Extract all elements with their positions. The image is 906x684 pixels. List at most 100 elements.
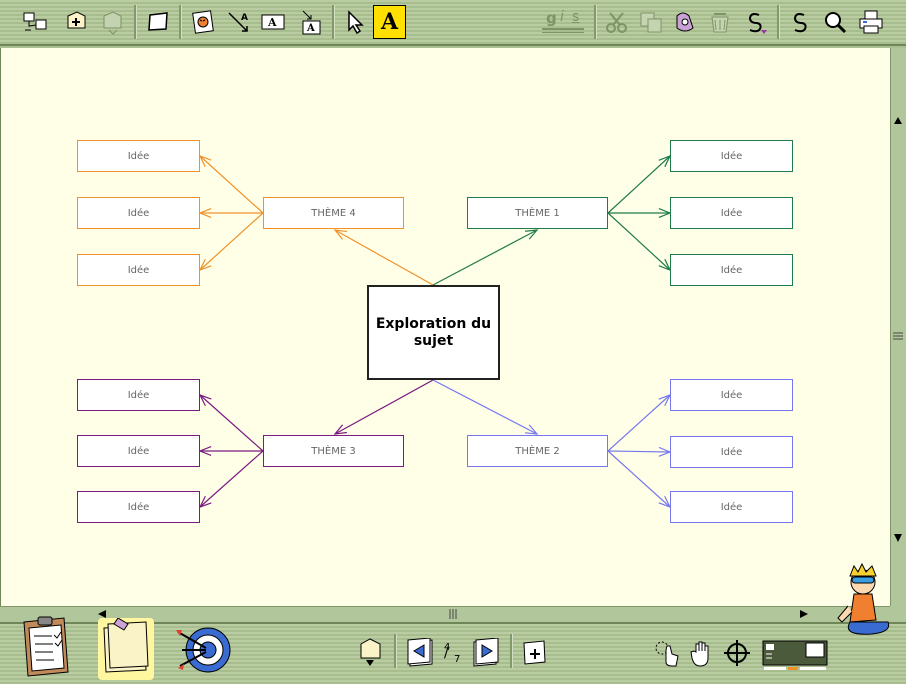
theme-1-symbol[interactable]: THÈME 1 [467, 197, 608, 229]
spell-check-menu-icon[interactable] [740, 7, 770, 37]
theme-3-idea-2-text: Idée [127, 445, 150, 457]
search-icon[interactable] [820, 7, 850, 37]
scroll-corner [890, 606, 906, 622]
page-total: 7 [454, 654, 461, 665]
center-symbol-icon[interactable] [356, 636, 386, 668]
link-layer [198, 154, 672, 509]
connector-line [199, 450, 264, 508]
theme-2-idea-2[interactable]: Idée [670, 436, 793, 468]
map-view-icon[interactable] [20, 7, 50, 37]
goals-target-icon[interactable] [174, 622, 232, 678]
theme-2-idea-3-text: Idée [720, 501, 743, 513]
crosshair-icon[interactable] [722, 638, 752, 668]
scroll-up-arrow [894, 117, 902, 124]
text-tool-glyph: A [380, 9, 399, 35]
hand-grab-icon[interactable] [688, 638, 718, 668]
theme-3-idea-3[interactable]: Idée [77, 491, 200, 523]
connector-arrowhead [198, 154, 212, 168]
connector-line [199, 212, 264, 271]
theme-2-label: THÈME 2 [515, 445, 560, 457]
vertical-scrollbar[interactable] [890, 48, 906, 606]
notes-view-icon[interactable] [98, 618, 154, 680]
connector-arrowhead [198, 207, 212, 219]
diagram-canvas[interactable]: Exploration du sujet THÈME 4 Idée Idée I… [0, 48, 890, 606]
previous-page-icon[interactable] [404, 638, 436, 668]
connector-arrowhead [333, 424, 347, 435]
connector-line [607, 450, 671, 508]
theme-4-symbol[interactable]: THÈME 4 [263, 197, 404, 229]
scroll-left-arrow [98, 610, 106, 618]
central-symbol[interactable]: Exploration du sujet [367, 285, 500, 380]
theme-2-idea-3[interactable]: Idée [670, 491, 793, 523]
link-tool-icon[interactable]: A [224, 7, 254, 37]
connector-line [432, 229, 538, 286]
theme-4-idea-3-text: Idée [127, 264, 150, 276]
next-page-icon[interactable] [470, 638, 502, 668]
connector-arrowhead [198, 393, 212, 406]
outline-view-icon[interactable] [18, 616, 74, 680]
theme-2-symbol[interactable]: THÈME 2 [467, 435, 608, 467]
link-label-icon[interactable]: A [296, 7, 326, 37]
connector-arrowhead [333, 229, 347, 240]
theme-4-idea-1[interactable]: Idée [77, 140, 200, 172]
theme-3-symbol[interactable]: THÈME 3 [263, 435, 404, 467]
theme-3-label: THÈME 3 [311, 445, 356, 457]
connector-line [334, 229, 434, 286]
mascot-character[interactable] [832, 562, 896, 638]
text-box-glyph: A [267, 16, 277, 29]
connector-line [607, 155, 671, 214]
connector-line [199, 394, 264, 452]
theme-2-idea-1[interactable]: Idée [670, 379, 793, 411]
insert-picture-icon[interactable] [188, 7, 218, 37]
print-icon[interactable] [856, 7, 886, 37]
bottom-toolbar: 4 / 7 [0, 616, 906, 684]
paste-icon[interactable] [670, 7, 700, 37]
italic-format-letter: i [560, 9, 564, 25]
main-toolbar: A A A A g i s [0, 0, 906, 46]
theme-4-idea-1-text: Idée [127, 150, 150, 162]
theme-2-idea-1-text: Idée [720, 389, 743, 401]
link-label-glyph: A [306, 23, 315, 34]
theme-4-idea-2-text: Idée [127, 207, 150, 219]
connector-arrowhead [525, 229, 539, 240]
theme-3-idea-2[interactable]: Idée [77, 435, 200, 467]
copy-icon [636, 7, 666, 37]
connector-arrowhead [198, 496, 212, 509]
connector-arrowhead [198, 258, 212, 272]
theme-1-idea-2[interactable]: Idée [670, 197, 793, 229]
scroll-right-arrow [800, 610, 808, 618]
theme-2-idea-2-text: Idée [720, 446, 743, 458]
bold-format-letter: g [546, 9, 557, 27]
theme-3-idea-1[interactable]: Idée [77, 379, 200, 411]
theme-1-label: THÈME 1 [515, 207, 560, 219]
add-symbol-icon[interactable] [62, 7, 92, 37]
spell-check-icon[interactable] [785, 7, 815, 37]
connector-arrowhead [524, 424, 539, 435]
theme-1-idea-2-text: Idée [720, 207, 743, 219]
theme-4-idea-2[interactable]: Idée [77, 197, 200, 229]
page-counter: 4 / 7 [444, 642, 461, 665]
text-tool-button[interactable]: A [373, 5, 406, 39]
new-note-icon[interactable] [143, 7, 173, 37]
svg-text:A: A [241, 13, 248, 23]
horizontal-scrollbar[interactable] [0, 606, 890, 622]
connector-line [334, 379, 434, 435]
theme-3-idea-3-text: Idée [127, 501, 150, 513]
theme-1-idea-1-text: Idée [720, 150, 743, 162]
overview-minimap[interactable] [762, 640, 828, 670]
scroll-down-arrow [894, 534, 902, 542]
theme-1-idea-3[interactable]: Idée [670, 254, 793, 286]
pointer-icon[interactable] [340, 7, 370, 37]
theme-4-idea-3[interactable]: Idée [77, 254, 200, 286]
theme-3-idea-1-text: Idée [127, 389, 150, 401]
new-page-icon[interactable] [520, 638, 550, 668]
arrange-symbols-icon [98, 7, 128, 37]
hscroll-thumb-grip [449, 609, 457, 619]
theme-1-idea-3-text: Idée [720, 264, 743, 276]
connector-arrowhead [198, 445, 212, 457]
theme-1-idea-1[interactable]: Idée [670, 140, 793, 172]
underline-format-letter: s [572, 9, 580, 25]
arrange-hand-icon[interactable] [652, 638, 682, 668]
text-box-icon[interactable]: A [258, 7, 288, 37]
connector-line [199, 155, 264, 214]
